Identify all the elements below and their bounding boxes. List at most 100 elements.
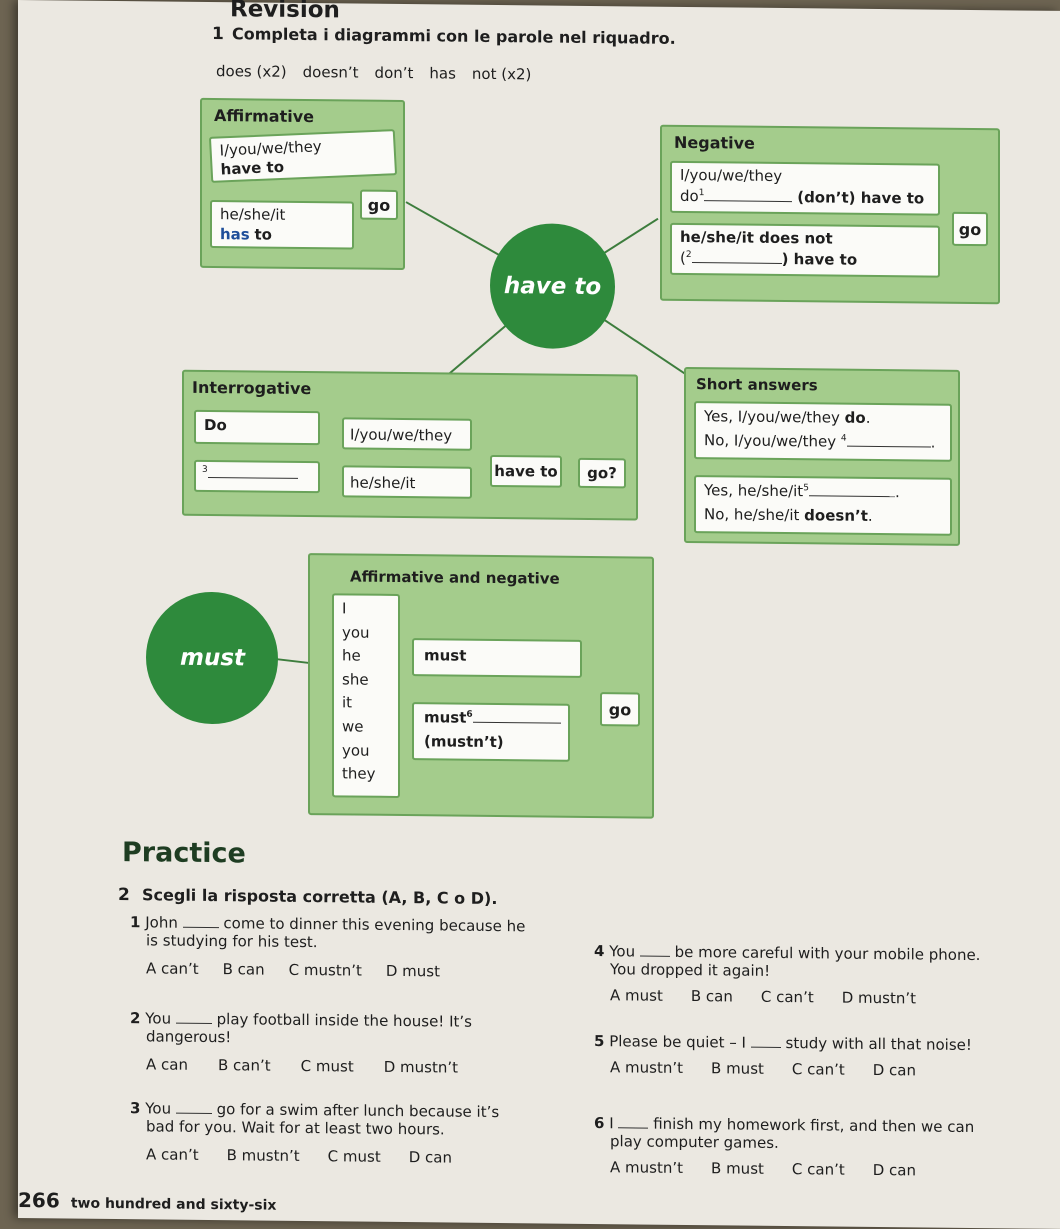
question-text: dangerous! (146, 1027, 232, 1047)
to-word: to (254, 225, 272, 244)
option-c[interactable]: C mustn’t (288, 960, 362, 980)
must-panel-title: Affirmative and negative (350, 567, 560, 588)
interrogative-subject-2: he/she/it (342, 465, 472, 499)
must-negative-line: must6 (424, 708, 561, 727)
question-text: You (145, 1099, 172, 1118)
affirmative-row-2: he/she/it has to (210, 200, 354, 250)
must-word: must (424, 708, 467, 727)
option-a[interactable]: A mustn’t (610, 1158, 684, 1177)
option-a[interactable]: A mustn’t (610, 1058, 684, 1077)
negative-row-1-text: do1 (don’t) have to (680, 187, 924, 208)
short-answers-panel: Short answers Yes, I/you/we/they do. No,… (684, 366, 960, 546)
answer-period: . (865, 408, 871, 427)
question-options: A can’t B mustn’t C must D can (130, 1145, 570, 1168)
short-answers-box-2: Yes, he/she/it5. No, he/she/it doesn’t. (694, 475, 952, 536)
pronoun: we (342, 717, 364, 736)
question-text: play football inside the house! It’s (216, 1010, 472, 1031)
question-number: 6 (594, 1114, 605, 1133)
pronoun: you (342, 622, 370, 642)
question-options: A must B can C can’t D mustn’t (594, 986, 1034, 1009)
interrogative-aux-do: Do (194, 409, 320, 446)
gap-1-blank[interactable] (704, 187, 793, 203)
option-d[interactable]: D must (385, 961, 440, 981)
does-not-text: he/she/it does not (680, 227, 833, 248)
question-text: You (145, 1009, 172, 1028)
exercise1-instruction: Completa i diagrammi con le parole nel r… (232, 24, 676, 48)
answer-blank[interactable] (750, 1033, 781, 1048)
do-word: do (680, 186, 699, 206)
short-answers-title: Short answers (696, 375, 818, 395)
subject-text: he/she/it (220, 205, 286, 224)
must-center-circle: must (146, 591, 278, 725)
question-number: 2 (130, 1009, 141, 1028)
gap-4-blank[interactable] (846, 432, 931, 448)
exercise1-number: 1 (212, 24, 224, 45)
short-answer-line-1: Yes, I/you/we/they do. (704, 407, 871, 427)
question-text: I (609, 1114, 614, 1133)
page-title: Revision (230, 0, 340, 24)
answer-text: No, he/she/it (704, 505, 800, 525)
gap-2-blank[interactable] (691, 249, 782, 264)
word-bank: does (x2) doesn’t don’t has not (x2) (216, 62, 531, 83)
question-3: 3 You go for a swim after lunch because … (130, 1099, 570, 1194)
option-c[interactable]: C can’t (791, 1060, 845, 1079)
affirmative-row-1: I/you/we/they have to (208, 129, 398, 183)
answer-period: . (894, 483, 900, 502)
interrogative-subject-1: I/you/we/they (342, 417, 472, 451)
word-bank-item: doesn’t (302, 62, 359, 82)
option-b[interactable]: B must (711, 1059, 764, 1078)
question-options: A can’t B can C mustn’t D must (130, 959, 570, 982)
must-pronoun-list: I you he she it we you they (332, 593, 400, 799)
option-d[interactable]: D can (872, 1160, 916, 1180)
pronoun: I (342, 599, 347, 618)
option-a[interactable]: A can (146, 1055, 188, 1074)
option-a[interactable]: A must (610, 986, 663, 1005)
option-b[interactable]: B can’t (217, 1056, 271, 1075)
short-answer-line-4: No, he/she/it doesn’t. (704, 505, 873, 525)
answer-blank[interactable] (175, 1099, 212, 1115)
mustnt-word: (mustn’t) (424, 732, 504, 752)
option-b[interactable]: B must (711, 1159, 764, 1178)
option-c[interactable]: C must (300, 1056, 354, 1076)
page-footer: 266 two hundred and sixty-six (18, 1188, 276, 1215)
option-d[interactable]: D mustn’t (383, 1057, 458, 1077)
gap-3-blank[interactable] (207, 463, 298, 479)
option-c[interactable]: C can’t (791, 1160, 845, 1179)
option-d[interactable]: D can (408, 1148, 452, 1167)
option-c[interactable]: C can’t (760, 987, 814, 1007)
questions-left: 1 John come to dinner this evening becau… (130, 913, 570, 1194)
answer-blank[interactable] (175, 1009, 212, 1025)
option-b[interactable]: B can (222, 960, 265, 979)
affirmative-verb-go: go (360, 189, 398, 220)
option-a[interactable]: A can’t (146, 959, 199, 978)
short-answer-line-2: No, I/you/we/they 4. (704, 431, 935, 451)
negative-row-2: he/she/it does not (2) have to (670, 222, 940, 278)
option-a[interactable]: A can’t (146, 1145, 199, 1164)
short-answers-box-1: Yes, I/you/we/they do. No, I/you/we/they… (694, 401, 952, 462)
word-bank-item: not (x2) (471, 64, 532, 84)
option-d[interactable]: D mustn’t (841, 988, 917, 1008)
answer-bold: doesn’t (804, 506, 868, 525)
word-bank-item: has (429, 64, 456, 83)
negative-title: Negative (674, 132, 755, 153)
question-number: 5 (594, 1032, 605, 1051)
interrogative-verb: have to (490, 454, 562, 488)
interrogative-title: Interrogative (192, 377, 312, 399)
gap-6-blank[interactable] (472, 708, 561, 724)
answer-blank[interactable] (639, 942, 670, 957)
option-b[interactable]: B can (690, 987, 733, 1006)
have-to-text: ) have to (781, 249, 858, 269)
option-d[interactable]: D can (872, 1060, 916, 1080)
question-number: 4 (594, 942, 605, 961)
question-number: 1 (130, 913, 141, 932)
pronoun: they (342, 764, 376, 783)
have-to-center-circle: have to (490, 222, 615, 350)
answer-blank[interactable] (618, 1114, 649, 1129)
page-number: 266 (18, 1188, 60, 1213)
gap-5-blank[interactable] (808, 482, 895, 498)
option-b[interactable]: B mustn’t (226, 1146, 300, 1165)
subject-text: I/you/we/they (680, 165, 783, 186)
option-c[interactable]: C must (327, 1147, 381, 1166)
answer-blank[interactable] (182, 913, 219, 929)
must-verb-go: go (600, 692, 640, 727)
